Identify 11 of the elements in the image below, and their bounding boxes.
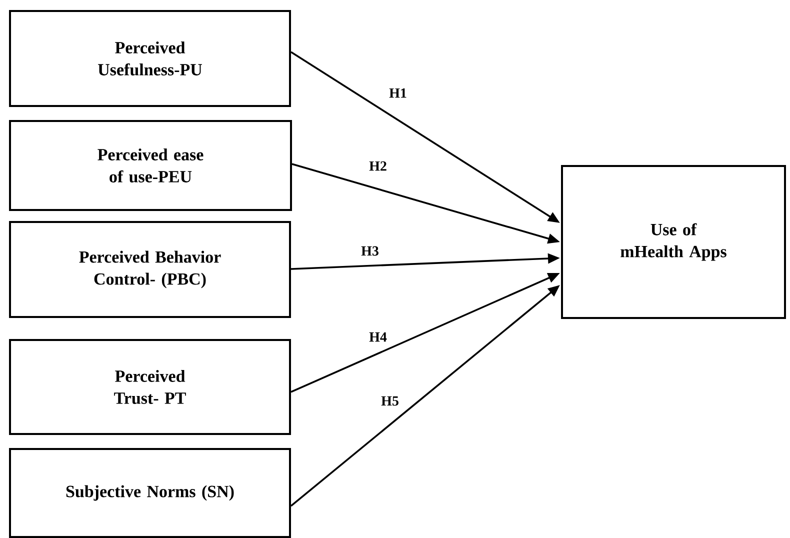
edge-label: H3: [360, 245, 380, 257]
construct-box: Perceived ease of use-PEU: [9, 120, 292, 211]
construct-box: Perceived Usefulness-PU: [9, 10, 291, 107]
construct-box: Subjective Norms (SN): [9, 448, 291, 538]
outcome-box: Use of mHealth Apps: [561, 165, 786, 319]
edge-label: H4: [368, 331, 388, 343]
edge-label: H1: [388, 87, 408, 99]
construct-box: Perceived Behavior Control- (PBC): [9, 221, 291, 318]
edge-label: H5: [380, 395, 400, 407]
edge-label: H2: [368, 160, 388, 172]
construct-box: Perceived Trust- PT: [9, 338, 291, 435]
